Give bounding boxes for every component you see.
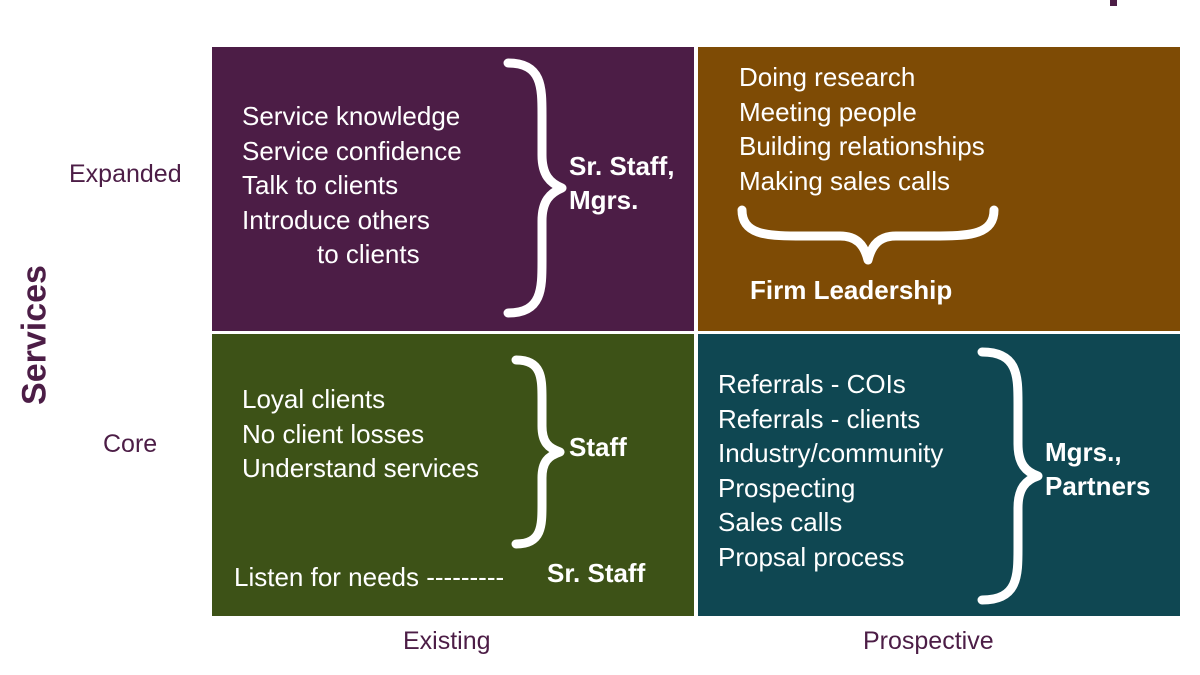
owner-label: Staff: [569, 432, 627, 462]
list-item: Talk to clients: [242, 170, 399, 200]
core-prospective-list: Referrals - COIs Referrals - clients Ind…: [718, 367, 943, 574]
list-item: Meeting people: [739, 96, 917, 127]
list-item: Sales calls: [718, 507, 843, 537]
list-item: Loyal clients: [242, 384, 386, 414]
quadrant-expanded-prospective: Doing research Meeting people Building r…: [698, 47, 1180, 331]
expanded-existing-list: Service knowledge Service confidence Tal…: [242, 99, 462, 272]
owner-label: Firm Leadership: [750, 275, 953, 305]
x-label-existing: Existing: [403, 627, 491, 655]
footer-text: Listen for needs ---------: [234, 562, 505, 592]
x-label-prospective: Prospective: [863, 627, 994, 655]
right-brace-icon: [977, 347, 1043, 605]
owner-label: Partners: [1045, 471, 1151, 501]
owner-label: Sr. Staff,: [569, 151, 675, 181]
footer-owner-label: Sr. Staff: [547, 558, 646, 588]
list-item: Introduce others: [242, 204, 430, 235]
core-existing-list: Loyal clients No client losses Understan…: [242, 382, 479, 486]
owner-label: Mgrs.,: [1045, 437, 1122, 467]
list-item: Making sales calls: [739, 165, 950, 196]
quadrant-expanded-existing: Service knowledge Service confidence Tal…: [212, 47, 694, 331]
y-label-expanded: Expanded: [69, 160, 182, 188]
list-item: Referrals - COIs: [718, 369, 906, 399]
list-item: Understand services: [242, 453, 479, 483]
list-item: Doing research: [739, 62, 916, 92]
y-axis-title: Services: [15, 265, 54, 405]
list-item: Referrals - clients: [718, 403, 921, 434]
list-item: No client losses: [242, 418, 425, 449]
right-brace-icon: [503, 58, 567, 318]
y-label-core: Core: [103, 430, 158, 458]
list-item: Building relationships: [739, 131, 985, 161]
list-item: to clients: [317, 239, 420, 269]
right-brace-icon: [511, 355, 565, 549]
quadrant-core-prospective: Referrals - COIs Referrals - clients Ind…: [698, 334, 1180, 616]
list-item: Industry/community: [718, 438, 944, 468]
quadrant-core-existing: Loyal clients No client losses Understan…: [212, 334, 694, 616]
bottom-brace-icon: [737, 205, 999, 265]
title-glyph-fragment: [1110, 0, 1147, 6]
list-item: Service confidence: [242, 135, 462, 166]
owner-label: Mgrs.: [569, 185, 639, 215]
list-item: Service knowledge: [242, 101, 461, 131]
list-item: Propsal process: [718, 541, 905, 572]
expanded-prospective-list: Doing research Meeting people Building r…: [739, 60, 985, 198]
list-item: Prospecting: [718, 472, 856, 503]
